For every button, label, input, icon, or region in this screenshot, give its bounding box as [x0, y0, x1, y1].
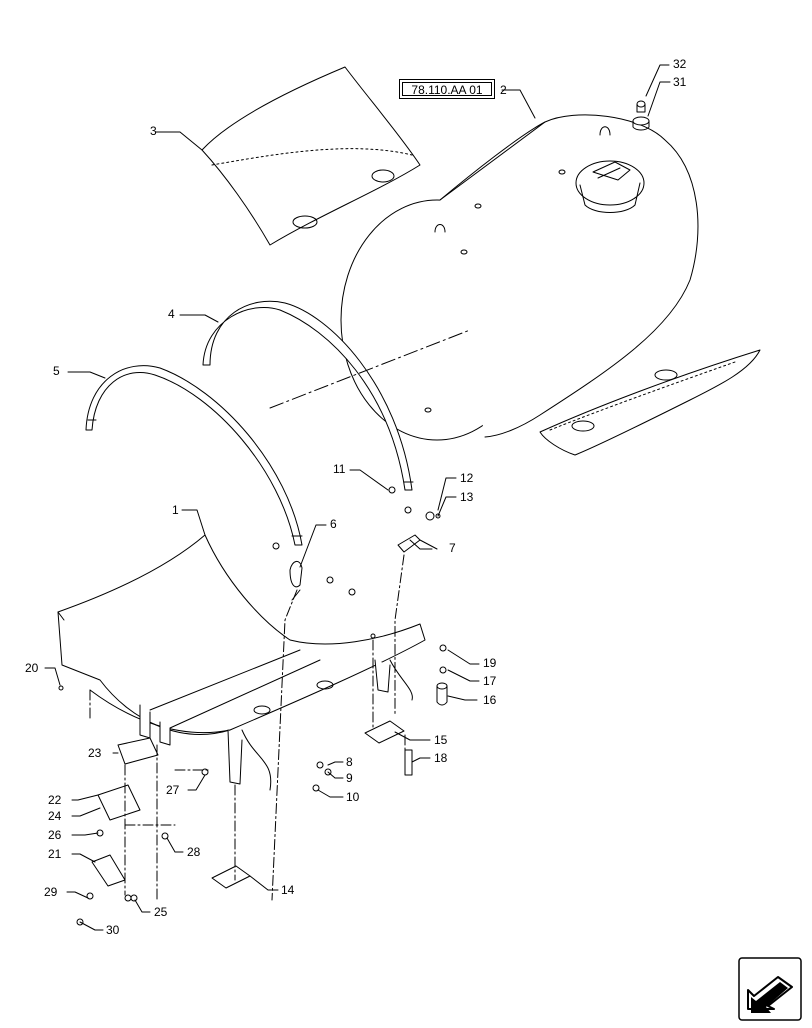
center-line — [269, 329, 471, 409]
callout-27: 27 — [166, 783, 180, 797]
callout-18: 18 — [434, 751, 448, 765]
callout-29: 29 — [44, 885, 58, 899]
spacer-16 — [436, 682, 448, 706]
fasteners — [58, 486, 447, 926]
callout-22: 22 — [48, 793, 62, 807]
callout-12: 12 — [460, 471, 474, 485]
callout-28: 28 — [187, 845, 201, 859]
callout-7: 7 — [449, 541, 456, 555]
tank-pad — [539, 349, 761, 456]
leader-lines — [44, 64, 671, 931]
back-navigation-button[interactable] — [738, 957, 804, 1023]
callout-32: 32 — [673, 57, 687, 71]
callout-10: 10 — [346, 790, 360, 804]
callout-3: 3 — [150, 124, 157, 138]
tank — [340, 114, 699, 441]
reference-box[interactable]: 78.110.AA 01 — [399, 79, 495, 99]
cradle — [57, 534, 426, 791]
pad-15 — [364, 720, 405, 744]
callout-14: 14 — [281, 883, 295, 897]
clamp-7 — [397, 534, 421, 553]
clamp-6 — [289, 561, 303, 588]
callout-23: 23 — [88, 746, 102, 760]
tank-cap — [632, 100, 650, 131]
cover-sheet — [201, 66, 421, 246]
assembly-lines — [89, 554, 406, 901]
bracket-21 — [91, 854, 126, 887]
callout-20: 20 — [25, 661, 39, 675]
back-arrow-icon — [738, 957, 802, 1021]
strap-5 — [85, 365, 303, 546]
callout-21: 21 — [48, 847, 62, 861]
callout-6: 6 — [330, 517, 337, 531]
callout-4: 4 — [168, 307, 175, 321]
callout-5: 5 — [53, 364, 60, 378]
callout-24: 24 — [48, 809, 62, 823]
callout-13: 13 — [460, 490, 474, 504]
pad-14 — [211, 865, 251, 889]
strap-4 — [202, 300, 414, 491]
callout-25: 25 — [154, 905, 168, 919]
callout-30: 30 — [106, 923, 120, 937]
callout-15: 15 — [434, 733, 448, 747]
parts-diagram — [44, 64, 761, 931]
callout-16: 16 — [483, 693, 497, 707]
callout-19: 19 — [483, 656, 497, 670]
callout-8: 8 — [346, 755, 353, 769]
bracket-23 — [117, 737, 159, 765]
callout-31: 31 — [673, 75, 687, 89]
callout-26: 26 — [48, 828, 62, 842]
callout-9: 9 — [346, 771, 353, 785]
callout-17: 17 — [483, 674, 497, 688]
callout-2: 2 — [500, 83, 507, 97]
reference-box-label: 78.110.AA 01 — [402, 82, 492, 97]
callout-1: 1 — [172, 503, 179, 517]
callout-11: 11 — [333, 462, 346, 476]
bracket-22 — [97, 784, 141, 821]
